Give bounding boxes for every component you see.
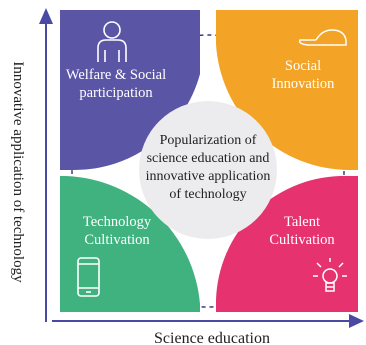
quadrant-social <box>216 10 358 171</box>
talent-label-line-2: Cultivation <box>269 232 335 248</box>
dashed-ring <box>71 34 345 308</box>
social-label-line-2: Innovation <box>272 76 336 92</box>
center-line-4: of technology <box>169 187 246 202</box>
center-line-1: Popularization of <box>160 133 257 148</box>
quadrant-talent <box>216 176 358 312</box>
y-axis <box>39 8 53 322</box>
welfare-label-line-1: Welfare & Social <box>66 67 166 83</box>
person-icon <box>97 21 127 62</box>
technology-label-line-1: Technology <box>83 214 152 230</box>
x-axis-label: Science education <box>154 330 270 345</box>
lightbulb-icon <box>313 258 347 292</box>
x-axis-arrow-icon <box>349 314 364 328</box>
center-circle <box>139 101 277 239</box>
quadrant-technology <box>60 176 200 312</box>
center-line-3: innovative application <box>146 169 271 184</box>
y-axis-label: Innovative application of technology <box>10 61 26 283</box>
center-text: Popularization of science education and … <box>146 133 271 202</box>
y-axis-arrow-icon <box>39 8 53 24</box>
center-line-2: science education and <box>147 151 270 166</box>
social-label-line-1: Social <box>285 58 321 74</box>
smartphone-icon <box>77 257 100 297</box>
technology-label-line-2: Cultivation <box>84 232 150 248</box>
talent-label-line-1: Talent <box>284 214 320 230</box>
welfare-label-line-2: participation <box>79 85 153 101</box>
cap-icon <box>298 29 347 46</box>
x-axis <box>52 314 364 328</box>
